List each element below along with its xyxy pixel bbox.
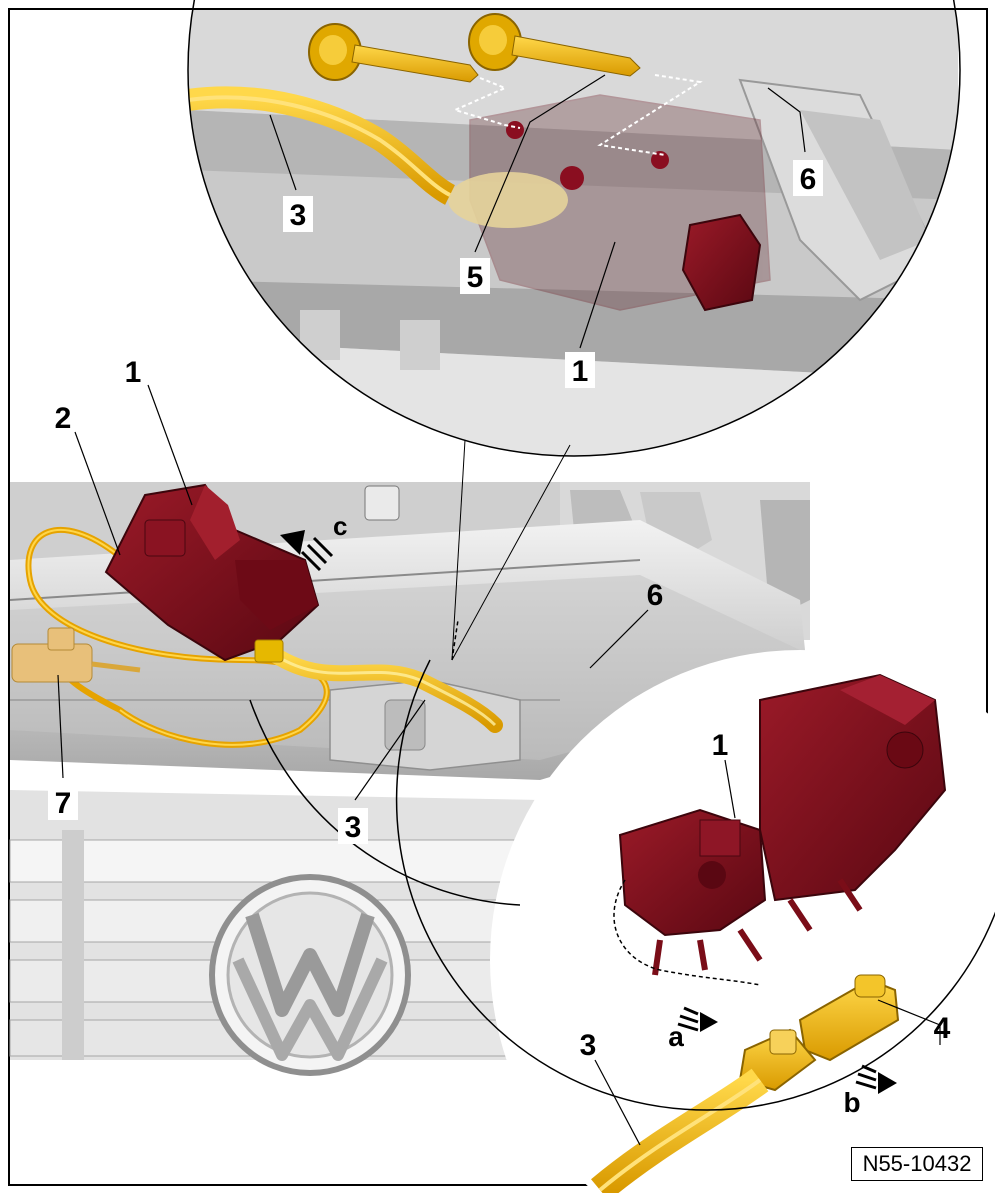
arrow-a xyxy=(677,1006,718,1032)
leader-top-to-main xyxy=(451,439,466,661)
callout-7: 7 xyxy=(48,784,78,820)
arrow-c-label: c xyxy=(333,511,347,541)
arrow-a-label: a xyxy=(668,1021,684,1052)
bolt-right xyxy=(468,13,641,77)
main-scene: c xyxy=(9,482,810,1076)
callout-1-top-label: 1 xyxy=(572,355,589,388)
callout-5-label: 5 xyxy=(467,261,484,294)
callout-3-main-label: 3 xyxy=(345,811,362,844)
callout-3-top: 3 xyxy=(283,196,313,232)
callout-7-label: 7 xyxy=(55,787,72,820)
callout-6-top-label: 6 xyxy=(800,163,817,196)
callout-6-top: 6 xyxy=(793,160,823,196)
arrow-c: c xyxy=(280,511,347,572)
figure-reference-code: N55-10432 xyxy=(851,1147,983,1181)
callout-5: 5 xyxy=(460,258,490,294)
callout-2: 2 xyxy=(55,402,72,435)
detail-view-inset xyxy=(249,650,995,1193)
arrow-b-label: b xyxy=(843,1087,860,1118)
callout-4: 4 xyxy=(934,1012,951,1045)
leader-lines xyxy=(57,74,941,1146)
callout-1-main: 1 xyxy=(125,356,142,389)
bolt-left xyxy=(308,23,479,83)
callout-3-top-label: 3 xyxy=(290,199,307,232)
callout-3-main: 3 xyxy=(338,808,368,844)
callout-6-main: 6 xyxy=(647,579,664,612)
actuator-main xyxy=(104,483,320,663)
callout-1-top: 1 xyxy=(565,352,595,388)
badge-logo xyxy=(209,874,411,1076)
callout-1-inset: 1 xyxy=(712,729,729,762)
callout-3-inset: 3 xyxy=(580,1029,597,1062)
